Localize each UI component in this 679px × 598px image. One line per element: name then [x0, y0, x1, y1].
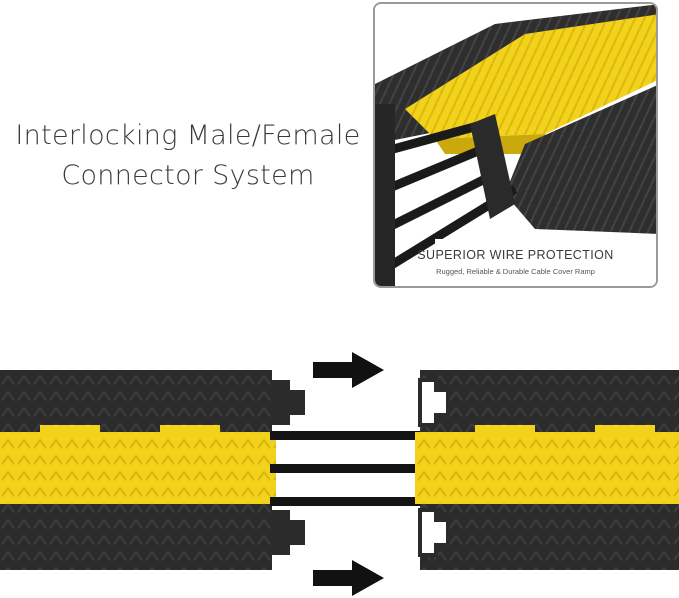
inset-title: SUPERIOR WIRE PROTECTION — [417, 248, 614, 262]
headline-line-2: Connector System — [61, 160, 315, 191]
inset-caption: SUPERIOR WIRE PROTECTION Rugged, Reliabl… — [375, 248, 656, 276]
headline: Interlocking Male/Female Connector Syste… — [0, 116, 376, 196]
arrow-top — [313, 352, 384, 388]
cables — [270, 431, 430, 506]
inset-photo — [375, 4, 656, 286]
inset-photo-frame: SUPERIOR WIRE PROTECTION Rugged, Reliabl… — [373, 2, 658, 288]
left-ramp-section — [0, 370, 305, 570]
headline-line-1: Interlocking Male/Female — [15, 120, 361, 151]
right-ramp-section — [415, 370, 679, 570]
ramp-diagram — [0, 352, 679, 596]
arrow-right-icon — [313, 560, 384, 596]
inset-subtitle: Rugged, Reliable & Durable Cable Cover R… — [436, 267, 595, 276]
arrow-bottom — [313, 560, 384, 596]
arrow-right-icon — [313, 352, 384, 388]
